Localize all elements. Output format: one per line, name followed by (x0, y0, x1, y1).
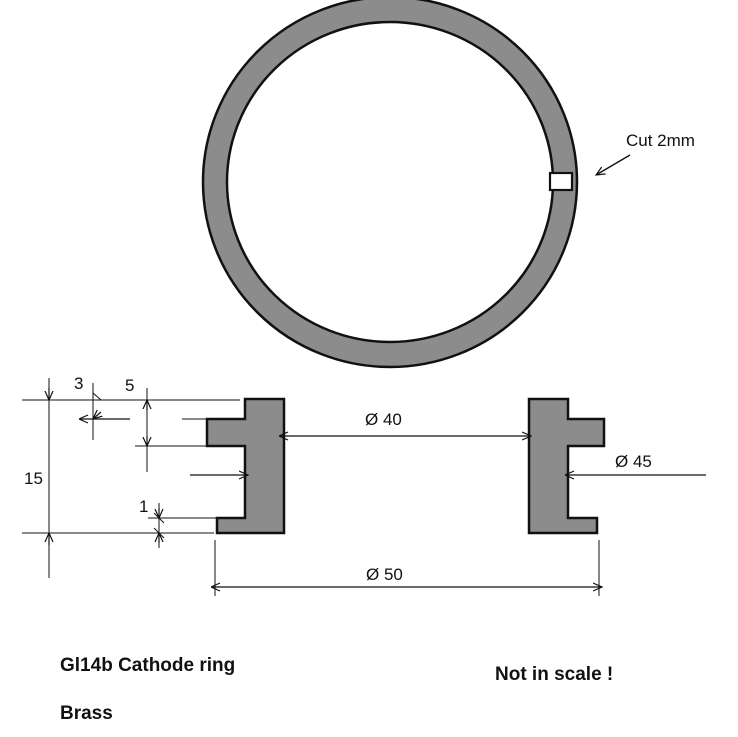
material-label: Brass (60, 703, 113, 724)
dim-step-1: 1 (139, 497, 217, 548)
dim-diameter-40: Ø 40 (280, 410, 531, 436)
dim-text-45: Ø 45 (615, 452, 652, 471)
dim-text-40: Ø 40 (365, 410, 402, 429)
ring-body (201, 0, 579, 369)
dim-text-5: 5 (125, 376, 134, 395)
ring-top-view (201, 0, 579, 369)
dim-text-1: 1 (139, 497, 148, 516)
cut-callout: Cut 2mm (596, 131, 695, 175)
dim-diameter-50: Ø 50 (212, 540, 602, 596)
dim-step-5: 5 (125, 376, 207, 472)
part-name-label: Gl14b Cathode ring (60, 655, 236, 676)
cut-label: Cut 2mm (626, 131, 695, 150)
dim-text-3: 3 (74, 374, 83, 393)
dim-text-15: 15 (24, 469, 43, 488)
cross-section-left (205, 397, 286, 535)
ring-cut-gap (548, 171, 574, 192)
cut-arrow (596, 154, 631, 175)
dim-step-3: 3 (74, 374, 130, 440)
dim-diameter-45: Ø 45 (190, 452, 706, 475)
scale-note: Not in scale ! (495, 664, 614, 685)
cross-section-right (527, 397, 606, 535)
dim-height-15: 15 (22, 378, 240, 578)
dim-text-50: Ø 50 (366, 565, 403, 584)
